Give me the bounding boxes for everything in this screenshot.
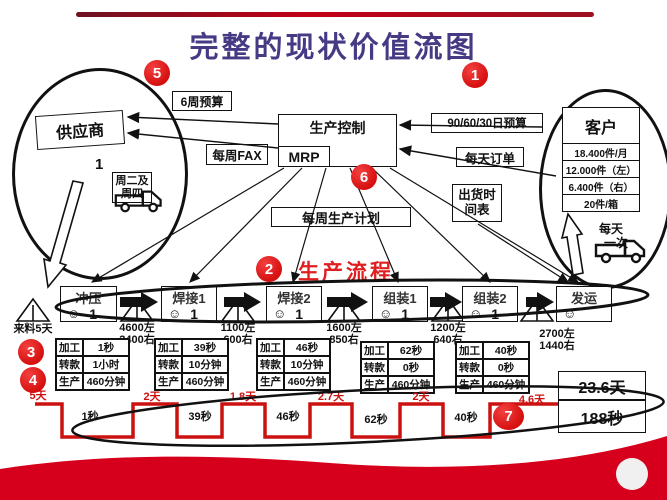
arrow-schedule-shipping <box>477 223 570 283</box>
operator-count: 1 <box>491 306 500 322</box>
arrow-plan-weld1 <box>189 167 303 283</box>
customer-frequency-line2: 一次 <box>604 236 629 250</box>
arrow-plan-shipping <box>389 167 580 283</box>
customer-demand-left: 12.000件（左） <box>563 160 639 177</box>
top-accent-bar <box>76 12 594 17</box>
operator-icon: ☺ <box>168 306 182 321</box>
step-badge-5: 5 <box>144 60 170 86</box>
ship-schedule-box: 出货时 间表 <box>452 184 502 222</box>
operator-count: 1 <box>89 306 98 322</box>
supplier-delivery-line1: 周二及 <box>115 174 149 187</box>
step-badge-7: 7 <box>493 403 524 430</box>
push-arrow-3 <box>327 292 368 312</box>
process-box-weld2: 焊接2 ☺1 <box>266 286 322 322</box>
step-badge-3: 3 <box>18 339 44 365</box>
process-box-assembly2: 组装2 ☺1 <box>462 286 518 322</box>
process-box-assembly1: 组装1 ☺1 <box>372 286 428 322</box>
weekly-plan-box: 每周生产计划 <box>271 207 411 227</box>
arrow-plan-assy2 <box>371 167 491 283</box>
operator-icon: ☺ <box>67 306 81 321</box>
timeline-secs-2: 39秒 <box>188 411 212 423</box>
arrow-customer-daily-order <box>398 145 557 177</box>
timeline-secs-3: 46秒 <box>276 411 300 423</box>
customer-table: 客户 18.400件/月 12.000件（左） 6.400件（右） 20件/箱 <box>562 107 640 212</box>
process-box-shipping: 发运 ☺ <box>556 286 612 322</box>
process-box-stamping: 冲压 ☺1 <box>60 286 117 322</box>
inventory-raw-material: 来料5天 <box>13 323 53 335</box>
arrow-plan-weld2 <box>291 167 327 284</box>
step-badge-6: 6 <box>351 164 377 190</box>
timeline-secs-1: 1秒 <box>81 411 99 423</box>
operator-icon: ☺ <box>469 306 483 321</box>
ship-schedule-line2: 间表 <box>464 203 490 217</box>
timeline-days-4: 2.7天 <box>317 391 345 403</box>
arrow-plan-stamping <box>90 167 285 283</box>
supplier-delivery-days-box: 周二及 周四 <box>112 172 152 203</box>
customer-truck-icon <box>594 239 646 264</box>
customer-frequency-label: 每天 一次 <box>594 222 628 250</box>
operator-icon: ☺ <box>563 306 577 321</box>
shipping-to-customer-block-arrow <box>560 212 584 276</box>
supplier-delivery-count: 1 <box>95 156 104 173</box>
supplier-delivery-block-arrow <box>43 180 85 289</box>
arrow-pc-to-supplier-1 <box>126 111 279 125</box>
timeline-days-6: 4.6天 <box>518 394 546 406</box>
step-badge-4: 4 <box>20 367 46 393</box>
customer-pack-size: 20件/箱 <box>563 194 639 211</box>
supplier-box: 供应商 <box>34 109 126 151</box>
process-box-weld1: 焊接1 ☺1 <box>161 286 217 322</box>
six-week-forecast-box: 6周预算 <box>172 91 232 111</box>
footer-wave-shape <box>0 436 667 500</box>
step-badge-1: 1 <box>462 62 488 88</box>
timeline-days-3: 1.8天 <box>229 391 257 403</box>
operator-icon: ☺ <box>273 306 287 321</box>
customer-demand-right: 6.400件（右） <box>563 177 639 194</box>
operator-count: 1 <box>190 306 199 322</box>
push-arrow-2 <box>224 292 261 312</box>
operator-count: 1 <box>295 306 304 322</box>
timeline-secs-4: 62秒 <box>364 414 388 426</box>
production-flow-label: 生产流程 <box>298 261 394 284</box>
step-badge-2: 2 <box>256 256 282 282</box>
arrow-customer-forecast <box>398 119 543 131</box>
customer-demand-month: 18.400件/月 <box>563 143 639 160</box>
operator-icon: ☺ <box>379 306 393 321</box>
mrp-box: MRP <box>278 146 330 167</box>
customer-title: 客户 <box>584 119 617 137</box>
total-processing-time-box: 188秒 <box>558 400 646 433</box>
supplier-delivery-line2: 周四 <box>121 187 143 200</box>
arrow-pc-to-supplier-2 <box>126 128 279 149</box>
timeline-days-5: 2天 <box>412 391 430 403</box>
supplier-truck-icon <box>114 190 162 213</box>
footer-circle-decoration <box>616 458 648 490</box>
operator-count: 1 <box>401 306 410 322</box>
page-title: 完整的现状价值流图 <box>189 32 478 64</box>
timeline-secs-5: 40秒 <box>454 412 478 424</box>
timeline-days-2: 2天 <box>143 391 161 403</box>
customer-frequency-line1: 每天 <box>599 222 624 236</box>
timeline-days-1: 5天 <box>29 390 47 402</box>
total-lead-time-box: 23.6天 <box>558 371 646 400</box>
ship-schedule-line1: 出货时 <box>458 188 496 202</box>
